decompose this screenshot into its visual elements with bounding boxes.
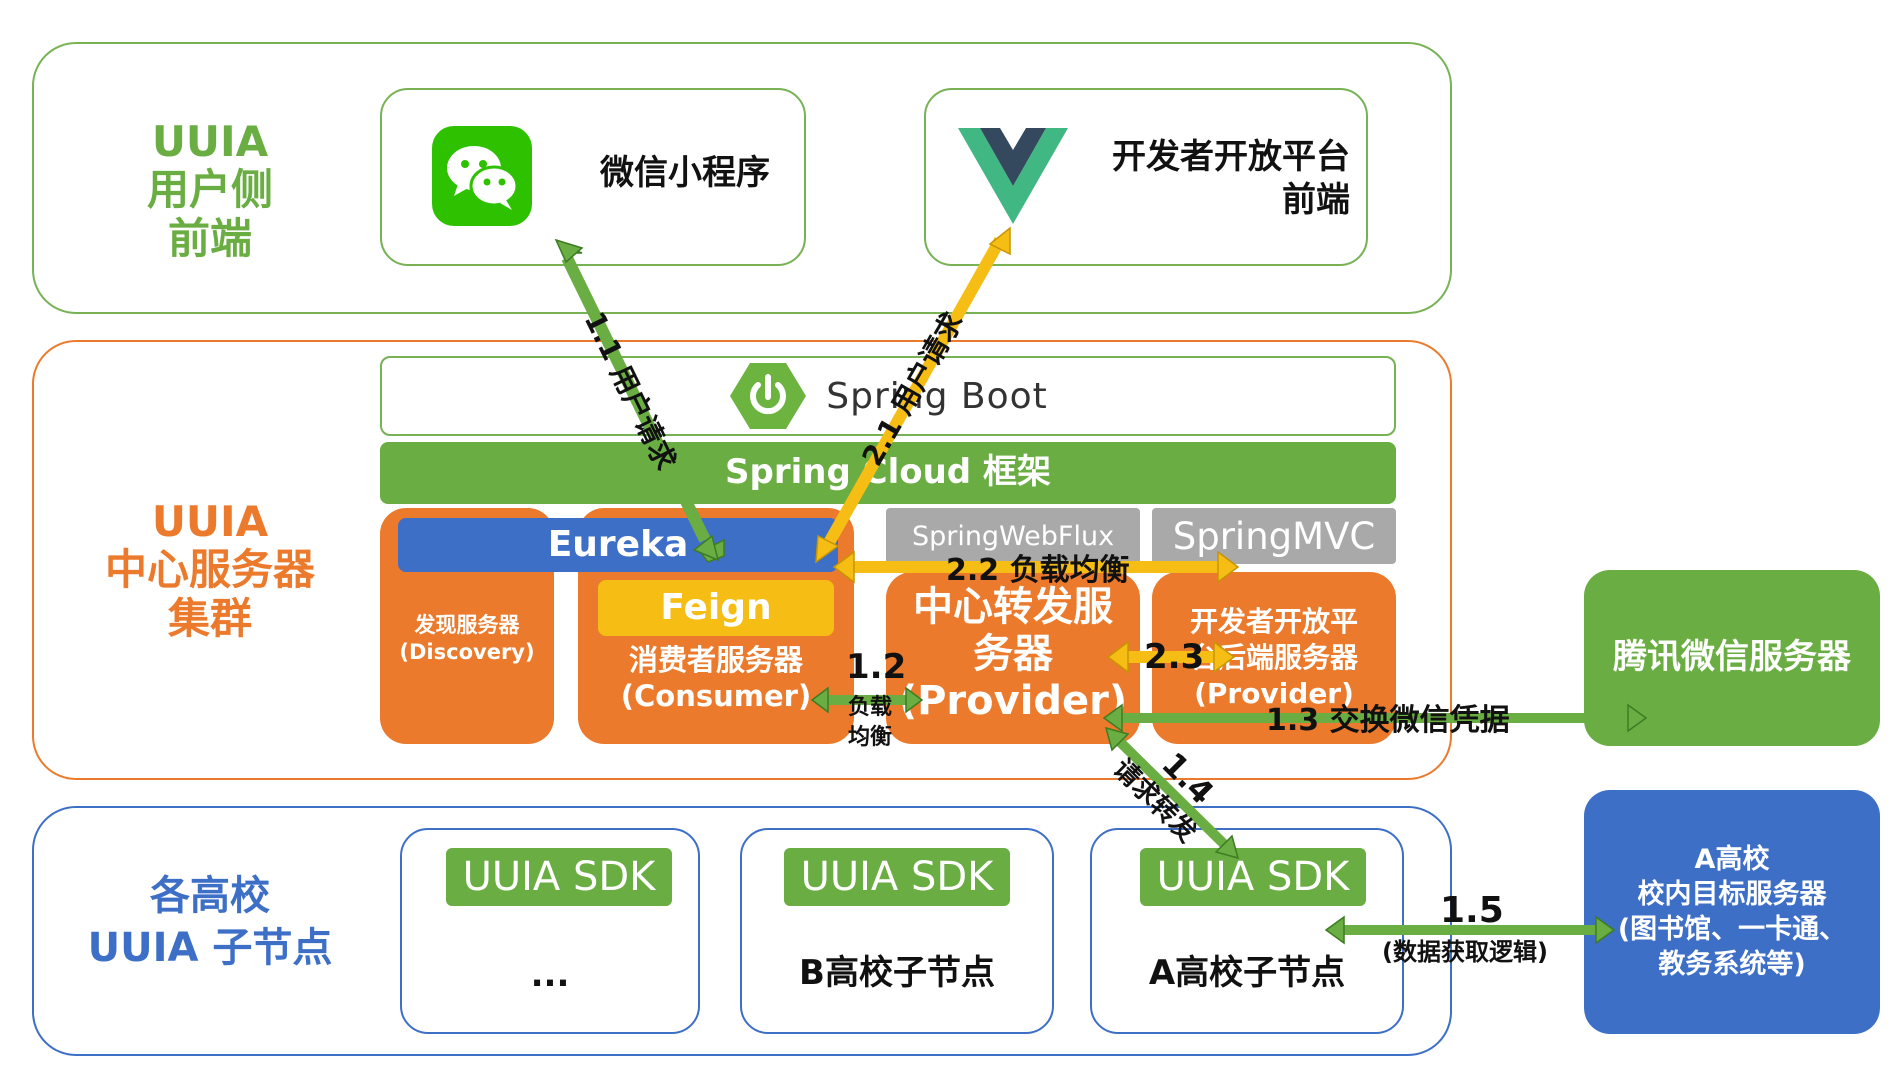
eureka-bar: Eureka xyxy=(398,518,838,572)
arrow-1-2-number: 1.2 xyxy=(846,647,906,687)
arrow-2-1-shaft xyxy=(820,237,1006,551)
spring-cloud-bar: Spring Cloud 框架 xyxy=(380,442,1396,504)
springwebflux-bar: SpringWebFlux xyxy=(886,508,1140,564)
feign-bar: Feign xyxy=(598,580,834,636)
node-label-school-a: A高校子节点 xyxy=(1148,953,1346,993)
arrow-1-1-shaft xyxy=(561,255,711,543)
arrow-2-2-head-right xyxy=(1217,550,1240,584)
node-label-others: ... xyxy=(530,955,570,995)
spring-boot-bar: Spring Boot xyxy=(380,356,1396,436)
arrow-1-5-number: 1.5 xyxy=(1440,890,1504,931)
arrow-2-2-head-left xyxy=(832,550,855,584)
arrow-1-3-label: 1.3 交换微信凭据 xyxy=(1266,703,1510,738)
forward-server-box xyxy=(886,572,1140,744)
arrow-1-3-head-right xyxy=(1627,703,1648,733)
arrow-2-1-head-bottom xyxy=(815,534,840,564)
power-icon xyxy=(728,361,808,431)
cluster-layer-label: UUIA 中心服务器 集群 xyxy=(104,497,315,643)
spring-boot-label: Spring Boot xyxy=(826,375,1048,417)
discovery-server-label: 发现服务器 (Discovery) xyxy=(399,613,535,665)
arrow-1-2-text-line2: 均衡 xyxy=(848,724,892,750)
arrow-1-2-head-right xyxy=(905,686,924,714)
arrow-1-5-head-left xyxy=(1324,915,1345,945)
arrow-2-1-label: 2.1 用户请求 xyxy=(855,307,969,472)
arrow-1-5-head-right xyxy=(1595,915,1616,945)
arrow-1-5-text: (数据获取逻辑) xyxy=(1382,938,1548,966)
arrow-1-1-head-bottom xyxy=(692,534,720,562)
open-platform-frontend-label: 开发者开放平台 前端 xyxy=(1112,137,1350,220)
wechat-miniprogram-label: 微信小程序 xyxy=(600,153,770,193)
consumer-server-label: 消费者服务器 (Consumer) xyxy=(620,643,812,714)
arrow-1-3-head-left xyxy=(1102,703,1123,733)
arrow-2-3-head-left xyxy=(1106,640,1129,674)
arrow-1-1-label: 1.1 用户请求 xyxy=(578,307,683,475)
arrow-2-2-label: 2.2 负载均衡 xyxy=(946,553,1130,588)
vue-logo-icon xyxy=(958,128,1068,228)
sdk-badge-school-b: UUIA SDK xyxy=(784,848,1010,906)
sdk-badge-school-a: UUIA SDK xyxy=(1140,848,1366,906)
sdk-badge-others: UUIA SDK xyxy=(446,848,672,906)
arrow-2-1-head-top xyxy=(988,226,1011,256)
arrow-2-3-head-right xyxy=(1213,640,1236,674)
arrow-1-2-text-line1: 负载 xyxy=(848,694,892,720)
arrow-1-4-head-bottom xyxy=(1214,834,1240,860)
springmvc-bar: SpringMVC xyxy=(1152,508,1396,564)
school-nodes-layer-label: 各高校 UUIA 子节点 xyxy=(87,873,333,971)
tencent-wechat-server-box: 腾讯微信服务器 xyxy=(1584,570,1880,746)
forward-server-label: 中心转发服 务器 (Provider) xyxy=(898,584,1128,725)
arrow-1-4-shaft xyxy=(1112,734,1232,852)
arrow-2-3-label: 2.3 xyxy=(1144,637,1204,677)
node-label-school-b: B高校子节点 xyxy=(799,953,995,993)
frontend-layer-label: UUIA 用户侧 前端 xyxy=(146,117,273,263)
arrow-1-1-head-top xyxy=(554,238,584,264)
wechat-icon xyxy=(432,126,532,226)
arrow-1-2-head-left xyxy=(810,686,829,714)
school-target-server-box: A高校 校内目标服务器 (图书馆、一卡通、 教务系统等) xyxy=(1584,790,1880,1034)
arrow-1-4-head-top xyxy=(1104,726,1130,752)
